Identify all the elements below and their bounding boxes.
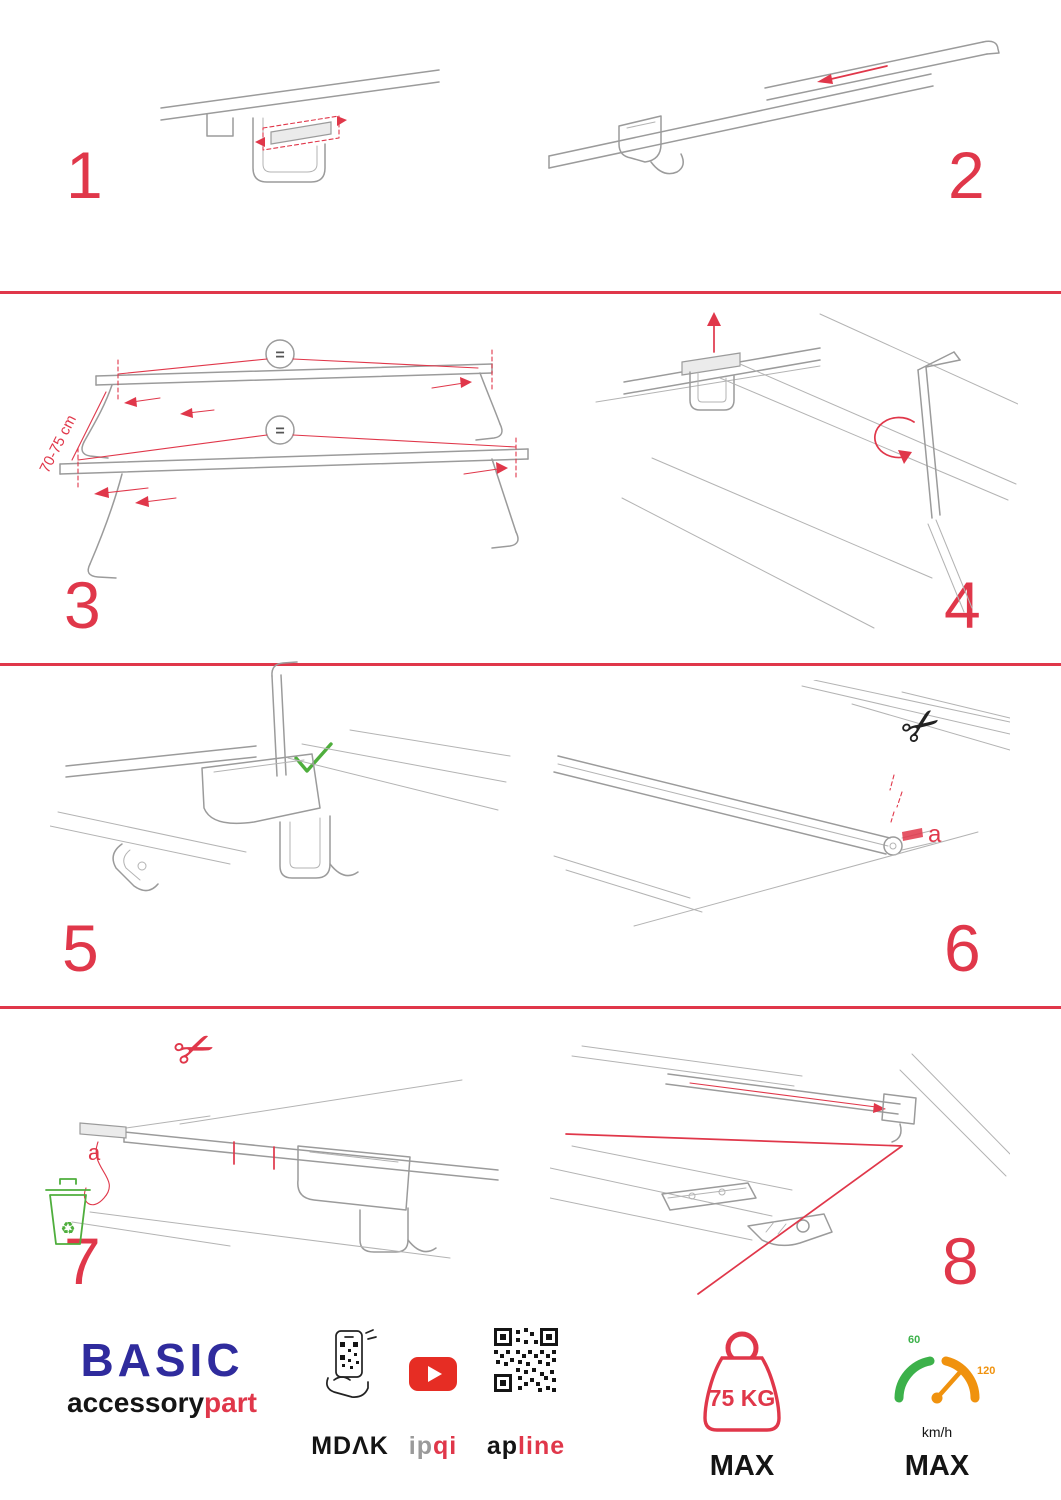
speed-needle bbox=[934, 1367, 965, 1401]
strip-position-line bbox=[689, 1082, 877, 1108]
speedometer-icon: 60 120 bbox=[894, 1334, 995, 1404]
weight-max-label: MAX bbox=[709, 1450, 775, 1482]
equal-badge bbox=[265, 415, 295, 445]
play-icon bbox=[428, 1366, 442, 1382]
slide-direction-arrow bbox=[826, 65, 888, 81]
speed-unit-label: km/h bbox=[921, 1424, 953, 1440]
step-7-illustration: ✂ a ♻ bbox=[45, 1020, 499, 1259]
youtube-icon bbox=[409, 1357, 457, 1391]
step-3-number: 3 bbox=[64, 568, 101, 642]
brand-subtitle: accessorypart bbox=[67, 1387, 257, 1418]
ipqi-label: ipqi bbox=[408, 1432, 458, 1460]
step-1-number: 1 bbox=[66, 138, 103, 212]
step-2-number: 2 bbox=[948, 138, 985, 212]
step-4-number: 4 bbox=[944, 568, 981, 642]
distance-label: 70-75 cm bbox=[36, 412, 80, 475]
step-1-illustration bbox=[160, 69, 440, 183]
step-6-illustration: ✂ a bbox=[553, 680, 1010, 927]
weight-icon: 75 KG bbox=[703, 1331, 781, 1432]
svg-text:=: = bbox=[275, 423, 284, 440]
section-divider bbox=[0, 1006, 1061, 1009]
section-divider bbox=[0, 663, 1061, 666]
weight-value: 75 KG bbox=[709, 1385, 775, 1411]
svg-text:=: = bbox=[275, 347, 284, 364]
section-divider bbox=[0, 291, 1061, 294]
svg-text:♻: ♻ bbox=[60, 1219, 75, 1238]
bar-distance-line bbox=[71, 391, 107, 461]
alignment-guide-line bbox=[565, 1133, 903, 1147]
scissors-icon: ✂ bbox=[166, 1020, 223, 1082]
step-3-illustration: = = 70-75 cm bbox=[36, 339, 529, 579]
step-6-number: 6 bbox=[944, 911, 981, 985]
phone-qr-icon bbox=[326, 1329, 377, 1398]
step-4-illustration bbox=[595, 312, 1018, 629]
speed-tick-low: 60 bbox=[908, 1334, 920, 1346]
tighten-rotation-arrow bbox=[874, 416, 915, 459]
step-8-illustration bbox=[550, 1045, 1010, 1295]
allen-key bbox=[917, 369, 933, 519]
part-label: a bbox=[88, 1140, 101, 1165]
step-2-illustration bbox=[548, 40, 1000, 175]
brand-block: BASIC accessorypart bbox=[62, 1333, 262, 1419]
qr-code-icon bbox=[494, 1328, 558, 1392]
step-8-number: 8 bbox=[942, 1224, 979, 1298]
step-7-number: 7 bbox=[64, 1224, 101, 1298]
part-label: a bbox=[928, 821, 942, 848]
apline-label: apline bbox=[486, 1432, 566, 1460]
speed-max-label: MAX bbox=[904, 1450, 970, 1482]
mdak-label: MDΛK bbox=[311, 1432, 389, 1460]
step-5-illustration bbox=[50, 661, 511, 892]
speed-tick-high: 120 bbox=[977, 1365, 995, 1377]
equal-badge bbox=[265, 339, 295, 369]
scissors-icon: ✂ bbox=[890, 693, 952, 758]
alignment-guide-line bbox=[697, 1145, 903, 1295]
check-icon bbox=[294, 742, 333, 773]
trash-recycle-icon: ♻ bbox=[45, 1178, 91, 1245]
brand-title: BASIC bbox=[80, 1334, 244, 1386]
step-5-number: 5 bbox=[62, 911, 99, 985]
